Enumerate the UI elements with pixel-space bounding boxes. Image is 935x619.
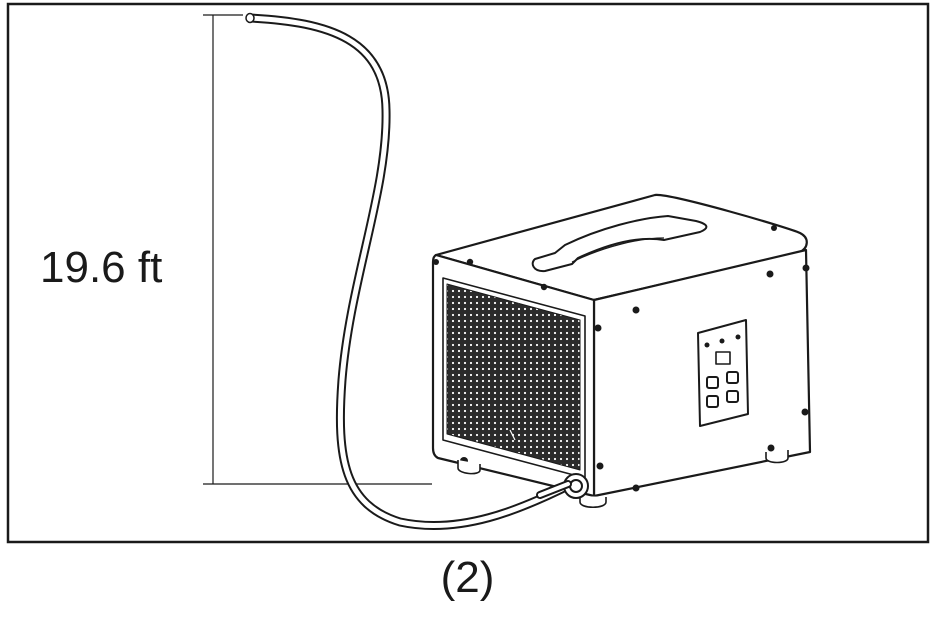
- control-panel-icon: [697, 319, 749, 427]
- dehumidifier-unit-illustration: [431, 193, 812, 509]
- dimension-label: 19.6 ft: [40, 243, 163, 292]
- dimension-line: [203, 14, 432, 485]
- figure-frame: [6, 2, 930, 544]
- grille: [446, 283, 581, 471]
- carry-handle-icon: [531, 215, 708, 273]
- figure-caption: (2): [440, 553, 495, 602]
- drain-hose-illustration: [245, 12, 577, 530]
- hose-connector: [536, 480, 572, 499]
- feet: [457, 450, 789, 509]
